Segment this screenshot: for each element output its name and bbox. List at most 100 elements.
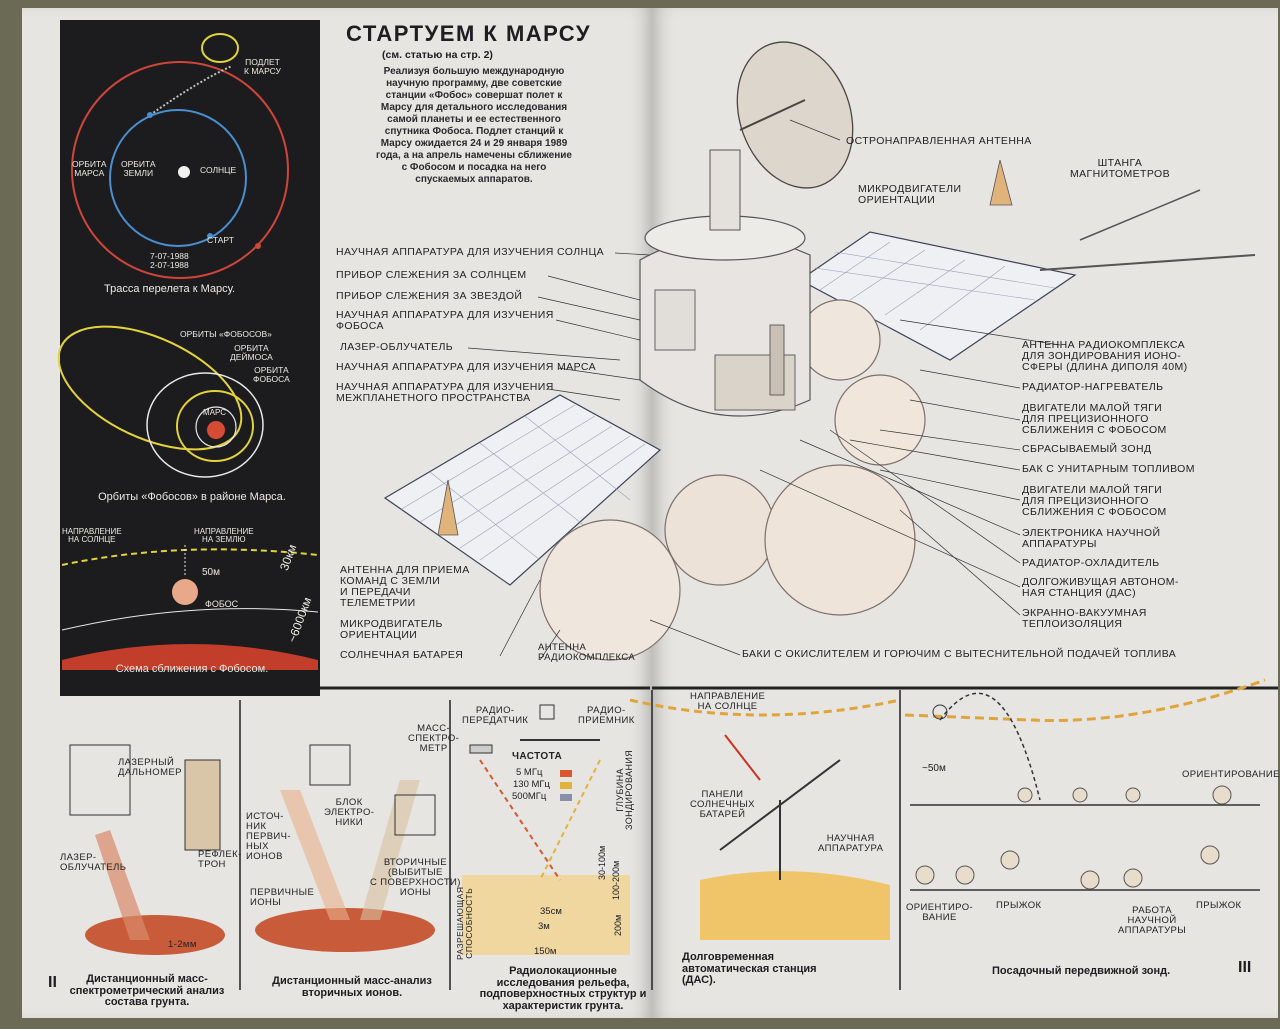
label-fuel-tanks: БАКИ С ОКИСЛИТЕЛЕМ И ГОРЮЧИМ С ВЫТЕСНИТЕ… — [742, 648, 1177, 660]
p2-secondary-label: ВТОРИЧНЫЕ (ВЫБИТЫЕ С ПОВЕРХНОСТИ) ИОНЫ — [370, 857, 461, 898]
distance-50-label: 50м — [202, 567, 220, 578]
label-science-electronics: ЭЛЕКТРОНИКА НАУЧНОЙ АППАРАТУРЫ — [1022, 527, 1161, 551]
p3-res-35: 35см — [540, 906, 562, 917]
p2-source-label: ИСТОЧ- НИК ПЕРВИЧ- НЫХ ИОНОВ — [246, 811, 291, 862]
label-cooler-radiator: РАДИАТОР-ОХЛАДИТЕЛЬ — [1022, 557, 1160, 569]
freq-500-swatch — [560, 794, 572, 801]
label-microthruster: МИКРОДВИГАТЕЛЬ ОРИЕНТАЦИИ — [340, 618, 443, 642]
phobos-orbits-label: ОРБИТЫ «ФОБОСОВ» — [180, 329, 272, 339]
phobos-label: ФОБОС — [205, 599, 239, 609]
leader-lines — [467, 119, 1061, 661]
label-interplanetary-instruments: НАУЧНАЯ АППАРАТУРА ДЛЯ ИЗУЧЕНИЯ МЕЖПЛАНЕ… — [336, 381, 554, 405]
p3-transmitter-label: РАДИО- ПЕРЕДАТЧИК — [462, 705, 529, 726]
p5-roman-numeral: III — [1238, 959, 1252, 976]
intro-text: Реализуя большую международную научную п… — [376, 66, 572, 185]
label-command-antenna: АНТЕННА ДЛЯ ПРИЕМА КОМАНД С ЗЕМЛИ И ПЕРЕ… — [340, 564, 470, 610]
p3-frequency-label: ЧАСТОТА — [512, 751, 563, 762]
p3-caption: Радиолокационные исследования рельефа, п… — [479, 965, 647, 1012]
p3-receiver-label: РАДИО- ПРИЕМНИК — [578, 705, 635, 726]
p3-depth-label: ГЛУБИНА ЗОНДИРОВАНИЯ — [615, 749, 635, 830]
p3-depth-200: 200м — [613, 914, 623, 936]
panel5-art — [904, 678, 1266, 891]
flight-path-diagram — [71, 33, 289, 279]
panel1-art — [69, 744, 225, 955]
spacecraft-drawing — [383, 41, 1256, 661]
sun-direction-label: НАПРАВЛЕНИЕ НА СОЛНЦЕ — [62, 527, 122, 545]
p1-roman-numeral: II — [48, 974, 57, 991]
p1-spot-label: 1-2мм — [168, 939, 197, 950]
p1-caption: Дистанционный масс-спектрометрический ан… — [69, 973, 225, 1009]
p2-primary-label: ПЕРВИЧНЫЕ ИОНЫ — [250, 887, 315, 908]
p3-freq-500: 500МГц — [512, 791, 547, 802]
deimos-orbit-label: ОРБИТА ДЕЙМОСА — [230, 343, 273, 362]
label-low-thrust-engines-1: ДВИГАТЕЛИ МАЛОЙ ТЯГИ ДЛЯ ПРЕЦИЗИОННОГО С… — [1022, 402, 1167, 437]
earth-direction-label: НАПРАВЛЕНИЕ НА ЗЕМЛЮ — [194, 527, 254, 545]
freq-5-swatch — [560, 770, 572, 777]
label-unitary-fuel-tank: БАК С УНИТАРНЫМ ТОПЛИВОМ — [1022, 463, 1195, 475]
label-ionosphere-antenna: АНТЕННА РАДИОКОМПЛЕКСА ДЛЯ ЗОНДИРОВАНИЯ … — [1022, 339, 1188, 374]
panel4-art — [629, 698, 901, 940]
label-mars-instruments: НАУЧНАЯ АППАРАТУРА ДЛЯ ИЗУЧЕНИЯ МАРСА — [336, 361, 597, 373]
label-sun-instruments: НАУЧНАЯ АППАРАТУРА ДЛЯ ИЗУЧЕНИЯ СОЛНЦА — [336, 246, 605, 258]
label-laser: ЛАЗЕР-ОБЛУЧАТЕЛЬ — [340, 341, 454, 353]
p1-laser-label: ЛАЗЕР- ОБЛУЧАТЕЛЬ — [60, 852, 127, 873]
p3-res-150: 150м — [534, 946, 557, 957]
earth-orbit-label: ОРБИТА ЗЕМЛИ — [121, 159, 156, 178]
mars-icon — [207, 421, 225, 439]
panel3-art — [462, 704, 630, 955]
orbits-caption: Орбиты «Фобосов» в районе Марса. — [98, 491, 286, 503]
see-article-note: (см. статью на стр. 2) — [382, 49, 493, 61]
freq-130-swatch — [560, 782, 572, 789]
sun-icon — [178, 166, 190, 178]
p5-jump2-label: ПРЫЖОК — [1196, 900, 1242, 911]
label-drop-probe: СБРАСЫВАЕМЫЙ ЗОНД — [1022, 443, 1152, 455]
label-low-thrust-engines-2: ДВИГАТЕЛИ МАЛОЙ ТЯГИ ДЛЯ ПРЕЦИЗИОННОГО С… — [1022, 484, 1167, 519]
p5-jump-label: ПРЫЖОК — [996, 900, 1042, 911]
mars-orbit-label: ОРБИТА МАРСА — [72, 159, 107, 178]
label-thermal-insulation: ЭКРАННО-ВАКУУМНАЯ ТЕПЛОИЗОЛЯЦИЯ — [1022, 607, 1147, 631]
label-high-gain-antenna: ОСТРОНАПРАВЛЕННАЯ АНТЕННА — [846, 135, 1032, 147]
approach-diagram — [61, 545, 319, 670]
p4-caption: Долговременная автоматическая станция (Д… — [682, 951, 817, 987]
p3-freq-130: 130 МГц — [513, 779, 550, 790]
label-das-station: ДОЛГОЖИВУЩАЯ АВТОНОМ- НАЯ СТАНЦИЯ (ДАС) — [1022, 576, 1179, 600]
sun-label: СОЛНЦЕ — [200, 165, 237, 175]
p5-orientation-label: ОРИЕНТИРОВАНИЕ — [1182, 769, 1280, 780]
p3-freq-5: 5 МГц — [516, 767, 543, 778]
approach-caption: Схема сближения с Фобосом. — [115, 663, 269, 675]
p3-depth-100-200: 100-200м — [611, 860, 621, 900]
label-orientation-thrusters: МИКРОДВИГАТЕЛИ ОРИЕНТАЦИИ — [858, 183, 962, 207]
p5-caption: Посадочный передвижной зонд. — [992, 965, 1171, 977]
p3-res-3: 3м — [538, 921, 550, 932]
approach-label: ПОДЛЕТ К МАРСУ — [244, 57, 281, 76]
article-title: СТАРТУЕМ К МАРСУ — [346, 21, 592, 46]
label-phobos-instruments: НАУЧНАЯ АППАРАТУРА ДЛЯ ИЗУЧЕНИЯ ФОБОСА — [336, 309, 554, 333]
p2-mass-spec-label: МАСС- СПЕКТРО- МЕТР — [408, 723, 460, 754]
start-label: СТАРТ — [207, 235, 234, 245]
dates-label: 7-07-1988 2-07-1988 — [150, 251, 189, 270]
p5-orientation2-label: ОРИЕНТИРО- ВАНИЕ — [906, 902, 974, 923]
p4-sun-direction-label: НАПРАВЛЕНИЕ НА СОЛНЦЕ — [690, 691, 766, 712]
p2-electronics-label: БЛОК ЭЛЕКТРО- НИКИ — [324, 797, 375, 828]
p2-caption: Дистанционный масс-анализ вторичных ионо… — [272, 975, 432, 999]
label-solar-battery: СОЛНЕЧНАЯ БАТАРЕЯ — [340, 649, 464, 661]
p1-rangefinder-label: ЛАЗЕРНЫЙ ДАЛЬНОМЕР — [118, 757, 182, 778]
mars-label: МАРС — [203, 408, 227, 417]
p3-depth-30-100: 30-100м — [597, 845, 607, 880]
phobos-orbit-label: ОРБИТА ФОБОСА — [253, 365, 290, 384]
panel2-art — [255, 744, 436, 952]
flight-caption: Трасса перелета к Марсу. — [104, 283, 236, 295]
p5-work-label: РАБОТА НАУЧНОЙ АППАРАТУРЫ — [1118, 905, 1187, 936]
label-magnetometer-boom: ШТАНГА МАГНИТОМЕТРОВ — [1070, 157, 1170, 181]
label-radio-antenna: АНТЕННА РАДИОКОМПЛЕКСА — [538, 642, 636, 663]
phobos-icon — [172, 579, 198, 605]
p4-science-label: НАУЧНАЯ АППАРАТУРА — [818, 833, 884, 854]
p4-panels-label: ПАНЕЛИ СОЛНЕЧНЫХ БАТАРЕЙ — [690, 789, 755, 820]
label-heater-radiator: РАДИАТОР-НАГРЕВАТЕЛЬ — [1022, 381, 1164, 393]
p3-resolution-label: РАЗРЕШАЮЩАЯ СПОСОБНОСТЬ — [455, 886, 474, 960]
p1-reflectron-label: РЕФЛЕК- ТРОН — [198, 849, 242, 870]
label-star-tracker: ПРИБОР СЛЕЖЕНИЯ ЗА ЗВЕЗДОЙ — [336, 290, 523, 302]
p5-height-label: ~50м — [922, 763, 946, 774]
label-sun-tracker: ПРИБОР СЛЕЖЕНИЯ ЗА СОЛНЦЕМ — [336, 269, 527, 281]
